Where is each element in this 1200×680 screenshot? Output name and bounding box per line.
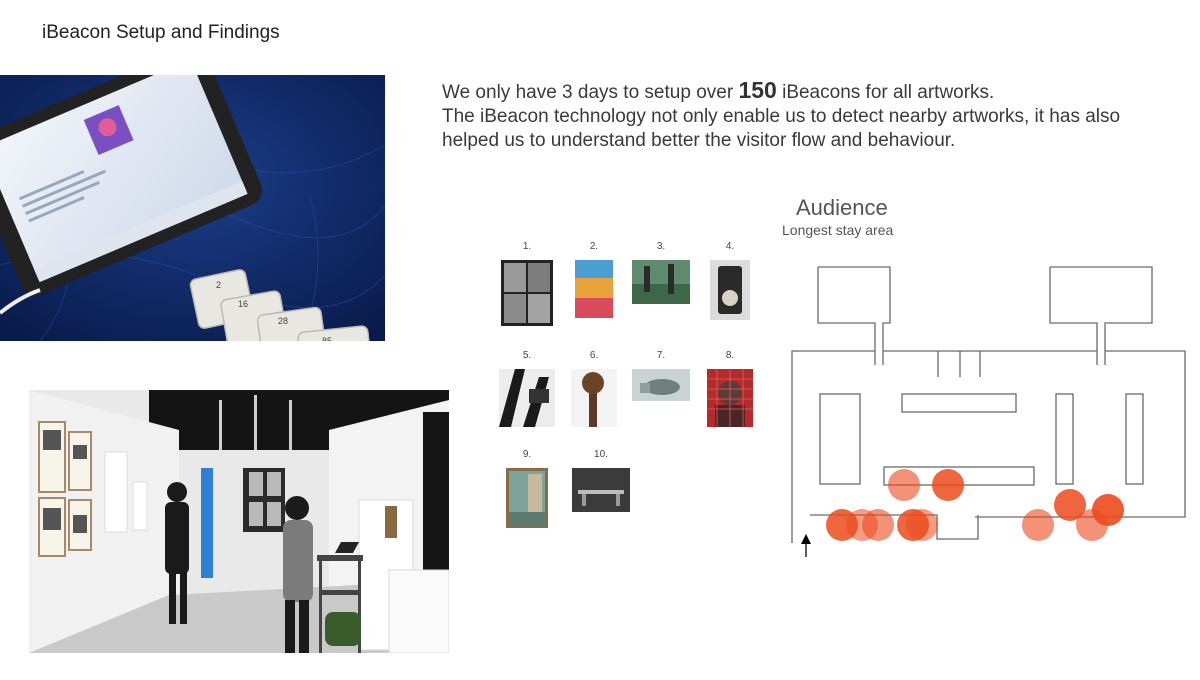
intro-line-1-start: We only have 3 days to setup over xyxy=(442,82,734,103)
artwork-thumbnail xyxy=(575,260,613,318)
artwork-thumbnail xyxy=(572,468,630,512)
artwork-item: 5. xyxy=(492,349,562,427)
artwork-number: 6. xyxy=(589,350,599,361)
artwork-item: 1. xyxy=(492,240,562,326)
artwork-item: 6. xyxy=(559,349,629,427)
artwork-thumbnail xyxy=(707,369,753,427)
slide-title: iBeacon Setup and Findings xyxy=(42,22,280,43)
artwork-thumbnail xyxy=(632,369,690,401)
artwork-item: 7. xyxy=(626,349,696,401)
artwork-number: 7. xyxy=(656,350,666,361)
artwork-thumbnail xyxy=(501,260,553,326)
audience-title: Audience xyxy=(796,195,888,220)
artwork-item: 9. xyxy=(492,448,562,528)
artwork-number: 10. xyxy=(594,449,608,460)
intro-line-2: The iBeacon technology not only enable u… xyxy=(442,106,1121,151)
artwork-number: 9. xyxy=(522,449,532,460)
artwork-item: 8. xyxy=(695,349,765,427)
artwork-item: 3. xyxy=(626,240,696,304)
artwork-number: 1. xyxy=(522,241,532,252)
beacon-label: 28 xyxy=(278,316,288,326)
hotspot-circle xyxy=(862,509,894,541)
intro-text: We only have 3 days to setup over 150 iB… xyxy=(442,78,1162,153)
artwork-number: 3. xyxy=(656,241,666,252)
artwork-number: 4. xyxy=(725,241,735,252)
artwork-thumbnail xyxy=(506,468,548,528)
artwork-item: 2. xyxy=(559,240,629,318)
artwork-number: 2. xyxy=(589,241,599,252)
beacon-label: 2 xyxy=(216,280,221,290)
audience-subtitle: Longest stay area xyxy=(782,222,894,238)
artwork-number: 5. xyxy=(522,350,532,361)
artwork-grid: 1. 2. 3. 4. xyxy=(490,235,780,545)
floor-plan-walls xyxy=(791,266,1186,543)
artwork-thumbnail xyxy=(499,369,555,427)
hotspot-circle xyxy=(888,469,920,501)
hotspot-circle xyxy=(906,509,938,541)
beacon-count: 150 xyxy=(738,77,777,103)
photo-gallery-setup xyxy=(29,390,449,653)
photo-tablet-and-beacons: 2 16 28 85 xyxy=(0,75,385,341)
hotspot-circle xyxy=(1054,489,1086,521)
artwork-item: 10. xyxy=(566,448,636,512)
intro-line-1: We only have 3 days to setup over 150 iB… xyxy=(442,78,1162,105)
beacon-label: 85 xyxy=(322,336,332,341)
artwork-thumbnail xyxy=(632,260,690,304)
floor-plan-heatmap xyxy=(791,266,1186,557)
intro-line-1-end: iBeacons for all artworks. xyxy=(782,82,995,103)
artwork-item: 4. xyxy=(695,240,765,320)
hotspot-layer xyxy=(826,469,1124,541)
artwork-thumbnail xyxy=(710,260,750,320)
hotspot-circle xyxy=(1022,509,1054,541)
artwork-thumbnail xyxy=(571,369,617,427)
hotspot-circle xyxy=(1076,509,1108,541)
artwork-number: 8. xyxy=(725,350,735,361)
hotspot-circle xyxy=(932,469,964,501)
entrance-arrow xyxy=(801,534,811,557)
beacon-label: 16 xyxy=(238,299,248,309)
